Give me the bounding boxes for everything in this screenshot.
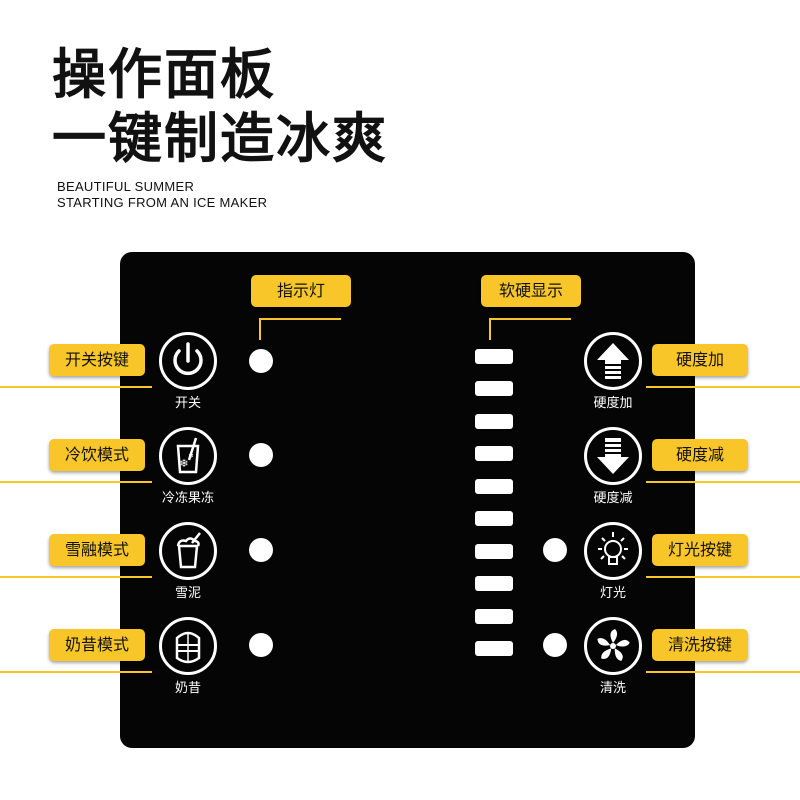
callout-milkshake-mode: 奶昔模式 <box>49 629 145 661</box>
fan-icon <box>597 629 630 661</box>
indicator-callout-line <box>259 318 341 320</box>
callout-line <box>646 671 800 673</box>
indicator-dot-milkshake <box>249 633 273 657</box>
hardness-up-label: 硬度加 <box>593 396 633 411</box>
page-title-line-2: 一键制造冰爽 <box>52 107 388 170</box>
light-button[interactable] <box>584 522 642 580</box>
arrow-down-icon <box>597 438 629 474</box>
clean-label: 清洗 <box>599 681 626 696</box>
callout-line <box>0 576 152 578</box>
callout-line <box>0 386 152 388</box>
clean-button[interactable] <box>584 617 642 675</box>
cold-drink-button[interactable]: ❄ ❄ <box>159 427 217 485</box>
svg-text:❄: ❄ <box>179 457 188 470</box>
power-icon <box>173 342 203 376</box>
light-bulb-icon <box>598 532 628 565</box>
hardness-down-button[interactable] <box>584 427 642 485</box>
hardness-bar <box>475 609 513 624</box>
hardness-bar <box>475 641 513 656</box>
slush-icon <box>176 532 201 569</box>
hardness-bar <box>475 479 513 494</box>
hardness-bar <box>475 544 513 559</box>
indicator-callout-connector <box>259 318 261 340</box>
callout-line <box>646 576 800 578</box>
indicator-dot-slush <box>249 538 273 562</box>
hardness-callout-line <box>489 318 571 320</box>
hardness-bar <box>475 511 513 526</box>
callout-line <box>646 386 800 388</box>
callout-line <box>0 671 152 673</box>
hardness-down-label: 硬度减 <box>593 491 633 506</box>
callout-power-key: 开关按键 <box>49 344 145 376</box>
hardness-up-button[interactable] <box>584 332 642 390</box>
callout-hardness-up: 硬度加 <box>652 344 748 376</box>
hardness-callout-connector <box>489 318 491 340</box>
milkshake-label: 奶昔 <box>174 681 201 696</box>
cold-drink-label: 冷冻果冻 <box>161 491 214 506</box>
indicator-dot-clean <box>543 633 567 657</box>
callout-cold-drink-mode: 冷饮模式 <box>49 439 145 471</box>
power-button[interactable] <box>159 332 217 390</box>
callout-light-key: 灯光按键 <box>652 534 748 566</box>
cold-drink-icon: ❄ ❄ <box>176 437 200 474</box>
hardness-bar <box>475 446 513 461</box>
callout-clean-key: 清洗按键 <box>652 629 748 661</box>
milkshake-button[interactable] <box>159 617 217 675</box>
hardness-bar <box>475 576 513 591</box>
light-label: 灯光 <box>599 586 626 601</box>
power-label: 开关 <box>174 396 201 411</box>
arrow-up-icon <box>597 343 629 379</box>
slush-button[interactable] <box>159 522 217 580</box>
indicator-light-callout: 指示灯 <box>251 275 351 307</box>
callout-line <box>646 481 800 483</box>
indicator-dot-power <box>249 349 273 373</box>
callout-line <box>0 481 152 483</box>
slush-label: 雪泥 <box>174 586 201 601</box>
callout-slush-mode: 雪融模式 <box>49 534 145 566</box>
hardness-bar <box>475 381 513 396</box>
callout-hardness-down: 硬度减 <box>652 439 748 471</box>
svg-text:❄: ❄ <box>188 452 194 460</box>
milkshake-icon <box>175 631 201 664</box>
indicator-dot-light <box>543 538 567 562</box>
subtitle-line-2: STARTING FROM AN ICE MAKER <box>57 195 268 210</box>
hardness-bar <box>475 414 513 429</box>
subtitle-line-1: BEAUTIFUL SUMMER <box>57 179 195 194</box>
hardness-bar <box>475 349 513 364</box>
hardness-display-callout: 软硬显示 <box>481 275 581 307</box>
indicator-dot-cold-drink <box>249 443 273 467</box>
page-title-line-1: 操作面板 <box>52 43 276 106</box>
